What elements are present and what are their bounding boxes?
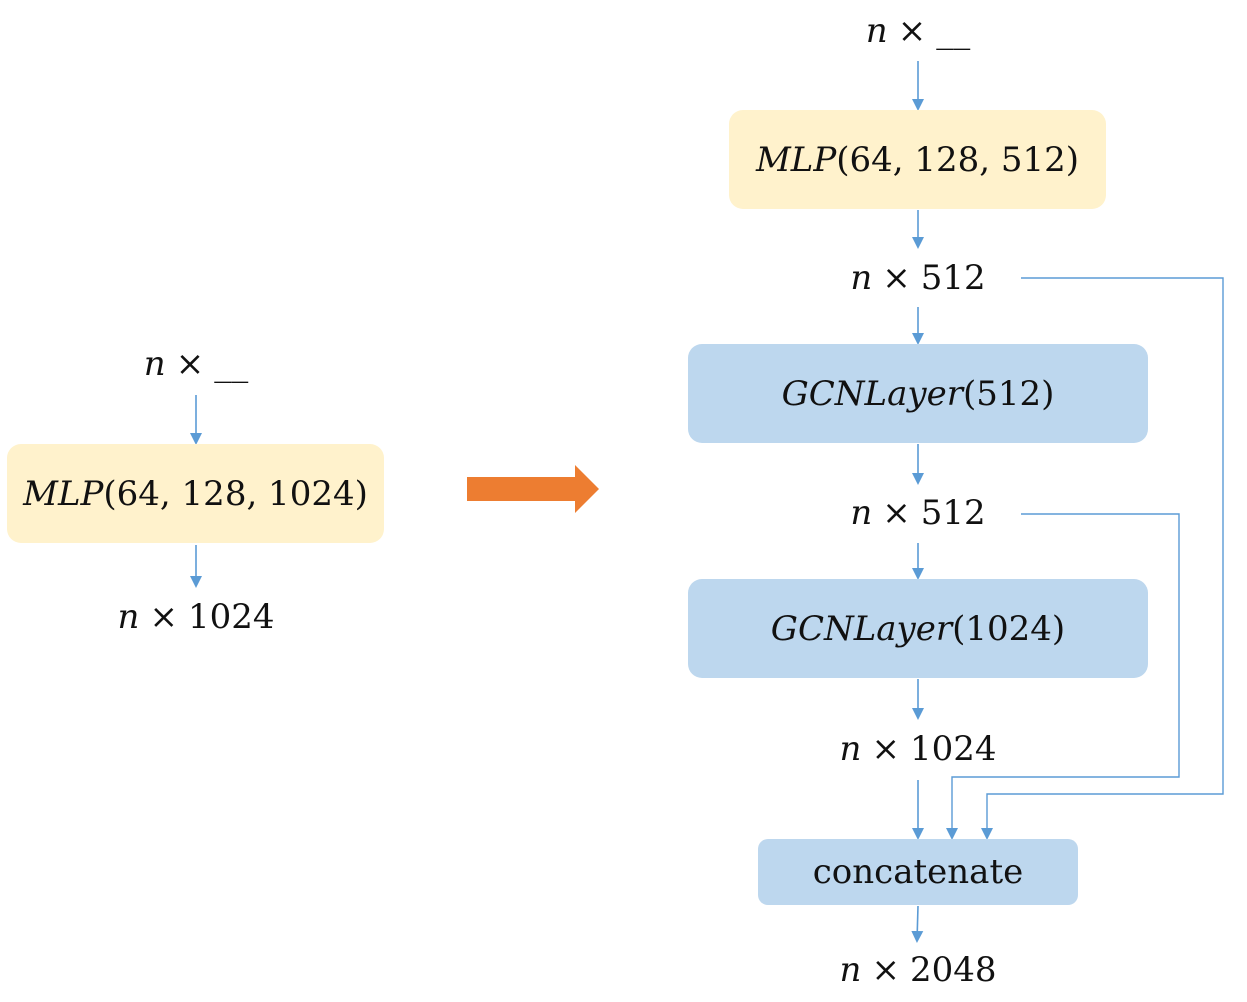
mlp-name: MLP (23, 473, 104, 514)
dim-var: n (865, 11, 888, 51)
mlp-args: (64, 128, 512) (836, 139, 1080, 180)
dim-var: n (143, 344, 166, 384)
dim-size: 512 (920, 493, 986, 533)
gcn-args: (512) (962, 373, 1055, 414)
times-op: × (175, 344, 205, 384)
mlp-name: MLP (755, 139, 837, 180)
times-op: × (897, 11, 927, 51)
dim-placeholder: __ (936, 11, 971, 51)
left-mlp-block: MLP(64, 128, 1024) (7, 444, 384, 543)
out2-label: n×512 (808, 491, 1028, 535)
concatenate-block: concatenate (758, 839, 1078, 905)
times-op: × (871, 729, 900, 769)
skip-connection-out2 (946, 513, 1180, 840)
gcn-name: GCNLayer (781, 373, 963, 414)
final-output-label: n×2048 (798, 948, 1038, 992)
dim-var: n (850, 493, 873, 533)
gcn-args: (1024) (952, 608, 1066, 649)
right-mlp-block: MLP(64, 128, 512) (729, 110, 1106, 209)
out1-label: n×512 (808, 256, 1028, 300)
dim-var: n (117, 597, 140, 637)
gcn-layer-2-block: GCNLayer(1024) (688, 579, 1148, 678)
left-input-label: n×__ (96, 342, 296, 386)
concat-label: concatenate (812, 852, 1024, 892)
left-output-label: n×1024 (76, 595, 316, 639)
times-op: × (882, 258, 911, 298)
gcn-name: GCNLayer (770, 608, 953, 649)
times-op: × (882, 493, 911, 533)
dim-size: 1024 (909, 729, 997, 769)
gcn-layer-1-block: GCNLayer(512) (688, 344, 1148, 443)
dim-size: 1024 (187, 597, 275, 637)
times-op: × (149, 597, 178, 637)
right-input-label: n×__ (818, 9, 1018, 53)
dim-size: 512 (920, 258, 986, 298)
arrow-concat-to-final (911, 905, 924, 943)
dim-size: 2048 (909, 950, 997, 990)
transform-arrow-icon (467, 465, 599, 513)
times-op: × (871, 950, 900, 990)
dim-placeholder: __ (214, 344, 249, 384)
mlp-args: (64, 128, 1024) (103, 473, 368, 514)
skip-connection-out1 (981, 277, 1224, 840)
out3-label: n×1024 (798, 727, 1038, 771)
dim-var: n (839, 950, 862, 990)
dim-var: n (839, 729, 862, 769)
dim-var: n (850, 258, 873, 298)
